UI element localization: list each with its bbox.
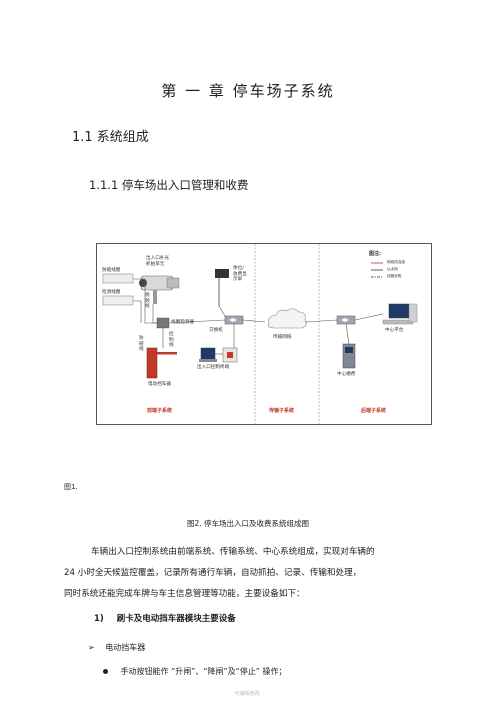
cloud-icon [267, 308, 307, 329]
legend-item-1: 网络线连接 [387, 260, 405, 264]
diagram-graphics [102, 244, 418, 424]
switch-icon [224, 315, 244, 325]
list-item-1-text: 刷卡及电动挡车器模块主要设备 [116, 614, 236, 624]
anti-smash-line-label: 防 砸 线 [139, 336, 144, 353]
info-display-label: 余位/ 收费显 示屏 [233, 266, 247, 283]
detect-coil-label: 检测线圈 [102, 290, 121, 295]
dot-bullet-icon [103, 669, 108, 674]
capture-unit-label: 出入口补光 抓拍单元 [146, 256, 169, 267]
system-diagram: 防砸线圈 检测线圈 出入口补光 抓拍单元 线圈检测器 视 频 线 控 制 线 防… [96, 243, 432, 425]
center-payment-label: 中心缴费 [337, 372, 356, 377]
paragraph-line-3: 同时系统还能完成车牌与车主信息管理等功能，主要设备如下： [64, 589, 305, 599]
list-item-number: 1) [94, 614, 104, 624]
control-line-label: 控 制 线 [169, 332, 174, 349]
control-terminal-icon [199, 347, 238, 363]
list-item-2-text: 电动挡车器 [105, 643, 146, 652]
figure-caption: 图2. 停车场出入口及收费系统组成图 [186, 519, 310, 528]
legend-item-2: 以太网 [387, 267, 398, 271]
front-section-label: 前端子系统 [147, 408, 173, 414]
network-label: 传输网络 [273, 335, 292, 340]
anti-smash-coil-label: 防砸线圈 [102, 268, 121, 273]
center-platform-label: 中心平台 [385, 328, 404, 333]
connection-lines [133, 278, 384, 355]
page-footer: 可编辑修改. [234, 691, 262, 697]
paragraph-line-1: 车辆出入口控制系统由前端系统、传输系统、中心系统组成，实现对车辆的 [91, 547, 375, 557]
barrier-icon [146, 347, 177, 379]
chapter-title: 第 一 章 停车场子系统 [161, 82, 335, 100]
detect-coil-icon [102, 295, 134, 306]
list-item-3: 手动按钮能作 “升闸”、“降闸”及“停止” 操作； [103, 666, 287, 677]
anti-smash-coil-icon [102, 273, 134, 284]
arrow-bullet-icon: ➢ [88, 643, 95, 652]
back-section-label: 后端子系统 [361, 408, 387, 414]
figure-label: 图1. [64, 483, 78, 491]
control-terminal-label: 出入口控制终端 [197, 365, 230, 370]
switch-label: 交换机 [209, 328, 223, 333]
section-title: 1.1 系统组成 [72, 130, 149, 145]
barrier-label: 电动挡车器 [148, 382, 171, 387]
display-icon [215, 269, 229, 306]
coil-detector-icon [156, 317, 170, 329]
list-item-1: 1) 刷卡及电动挡车器模块主要设备 [94, 612, 236, 624]
paragraph-line-2: 24 小时全天候监控覆盖，记录所有通行车辆，自动抓拍、记录、传输和处理， [64, 568, 362, 578]
legend-item-3: 线路说明 [387, 274, 402, 278]
legend-title: 图注: [369, 251, 381, 257]
transmission-section-label: 传输子系统 [269, 408, 295, 414]
center-switch-icon [336, 315, 356, 325]
video-line-label: 视 频 线 [145, 293, 150, 310]
center-platform-icon [382, 303, 418, 325]
list-item-3-text: 手动按钮能作 “升闸”、“降闸”及“停止” 操作； [120, 667, 287, 676]
payment-kiosk-icon [342, 343, 356, 369]
subsection-title: 1.1.1 停车场出入口管理和收费 [89, 178, 249, 192]
coil-detector-label: 线圈检测器 [171, 320, 194, 325]
list-item-2: ➢ 电动挡车器 [88, 642, 145, 653]
